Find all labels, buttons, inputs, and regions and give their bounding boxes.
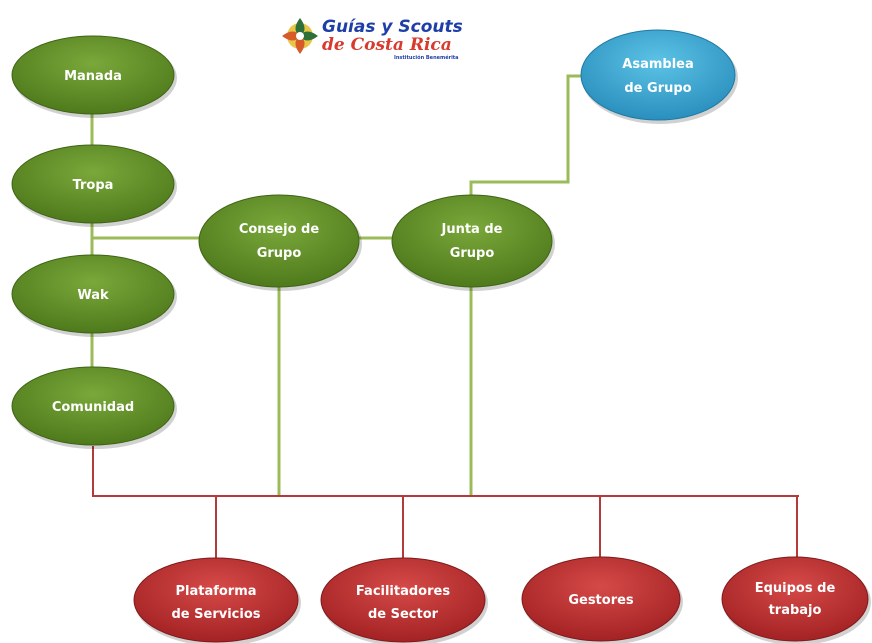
node-plataforma-label-line2: de Servicios (171, 607, 260, 622)
scout-emblem-icon (282, 18, 318, 54)
node-tropa[interactable]: Tropa (11, 144, 177, 227)
node-tropa-label: Tropa (73, 178, 114, 193)
node-asamblea-label-line1: Asamblea (622, 57, 693, 72)
red-connectors (92, 446, 799, 562)
node-manada-label: Manada (64, 69, 122, 84)
node-consejo-de-grupo[interactable]: Consejo de Grupo (198, 194, 362, 291)
node-consejo-label-line2: Grupo (257, 246, 302, 261)
node-asamblea-label-line2: de Grupo (624, 81, 691, 96)
node-comunidad[interactable]: Comunidad (11, 366, 177, 449)
node-facilitadores-label-line1: Facilitadores (356, 584, 450, 599)
node-gestores[interactable]: Gestores (521, 556, 683, 643)
logo-title-line1: Guías y Scouts (322, 17, 463, 37)
connector-comunidad-bus (92, 446, 799, 497)
node-junta-de-grupo[interactable]: Junta de Grupo (391, 194, 555, 291)
logo: Guías y Scouts de Costa Rica Institución… (282, 17, 463, 61)
logo-title-line2: de Costa Rica (322, 35, 452, 55)
node-facilitadores-de-sector[interactable]: Facilitadores de Sector (320, 557, 488, 643)
connector-junta-asamblea (469, 74, 585, 196)
node-manada[interactable]: Manada (11, 35, 177, 118)
node-junta-label-line1: Junta de (441, 222, 503, 237)
node-junta-label-line2: Grupo (450, 246, 495, 261)
node-comunidad-label: Comunidad (52, 400, 134, 415)
node-wak-label: Wak (77, 288, 109, 303)
node-equipos-label-line1: Equipos de (755, 581, 836, 596)
node-facilitadores-label-line2: de Sector (368, 607, 439, 622)
node-equipos-de-trabajo[interactable]: Equipos de trabajo (721, 556, 871, 643)
node-asamblea-de-grupo[interactable]: Asamblea de Grupo (580, 29, 738, 124)
green-connectors (90, 74, 585, 496)
node-gestores-label: Gestores (568, 593, 634, 608)
node-equipos-label-line2: trabajo (769, 603, 822, 618)
node-consejo-label-line1: Consejo de (239, 222, 320, 237)
node-plataforma-label-line1: Plataforma (175, 584, 256, 599)
node-plataforma-de-servicios[interactable]: Plataforma de Servicios (133, 557, 301, 643)
logo-subtitle: Institución Benemérita (394, 54, 459, 61)
node-wak[interactable]: Wak (11, 254, 177, 337)
